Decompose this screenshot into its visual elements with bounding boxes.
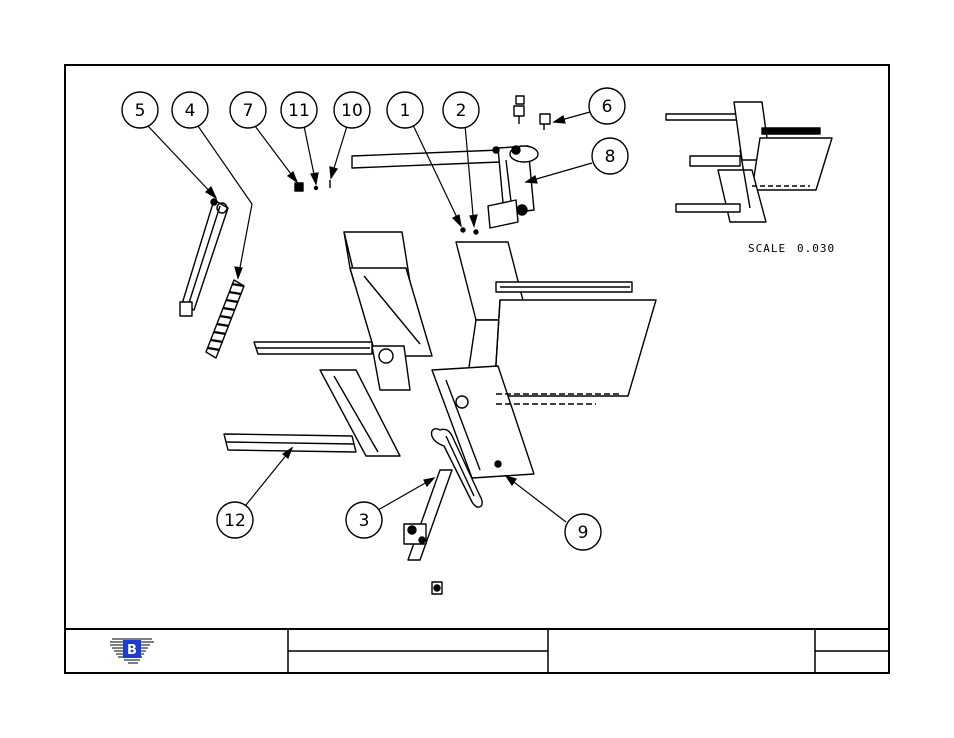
callout-11: 11 [288,101,310,121]
part-4-comb [206,280,244,358]
callout-10: 10 [341,101,363,121]
callout-5: 5 [135,101,146,121]
part-6-fittings [514,96,550,130]
callout-7: 7 [243,101,254,121]
part-11-pin [315,187,318,190]
part-2-bolt [474,230,478,234]
part-9-main-frame [432,242,656,478]
part-5-rod [180,199,228,316]
scale-label: SCALE [748,242,786,255]
callout-1: 1 [400,101,411,121]
scale-value: 0.030 [797,242,835,255]
callout-4: 4 [185,101,196,121]
logo-letter: B [127,643,137,658]
part-8-shaft-assembly [352,146,538,228]
callout-9: 9 [578,523,589,543]
callout-8: 8 [605,147,616,167]
callout-12: 12 [224,511,246,531]
callout-3: 3 [359,511,370,531]
company-logo: B [110,639,154,663]
callout-6: 6 [602,97,613,117]
callout-2: 2 [456,101,467,121]
reference-isometric-view [666,102,832,222]
part-12-left-frame [224,232,432,456]
part-7-nut [295,183,303,191]
part-1-bolt [461,228,465,232]
